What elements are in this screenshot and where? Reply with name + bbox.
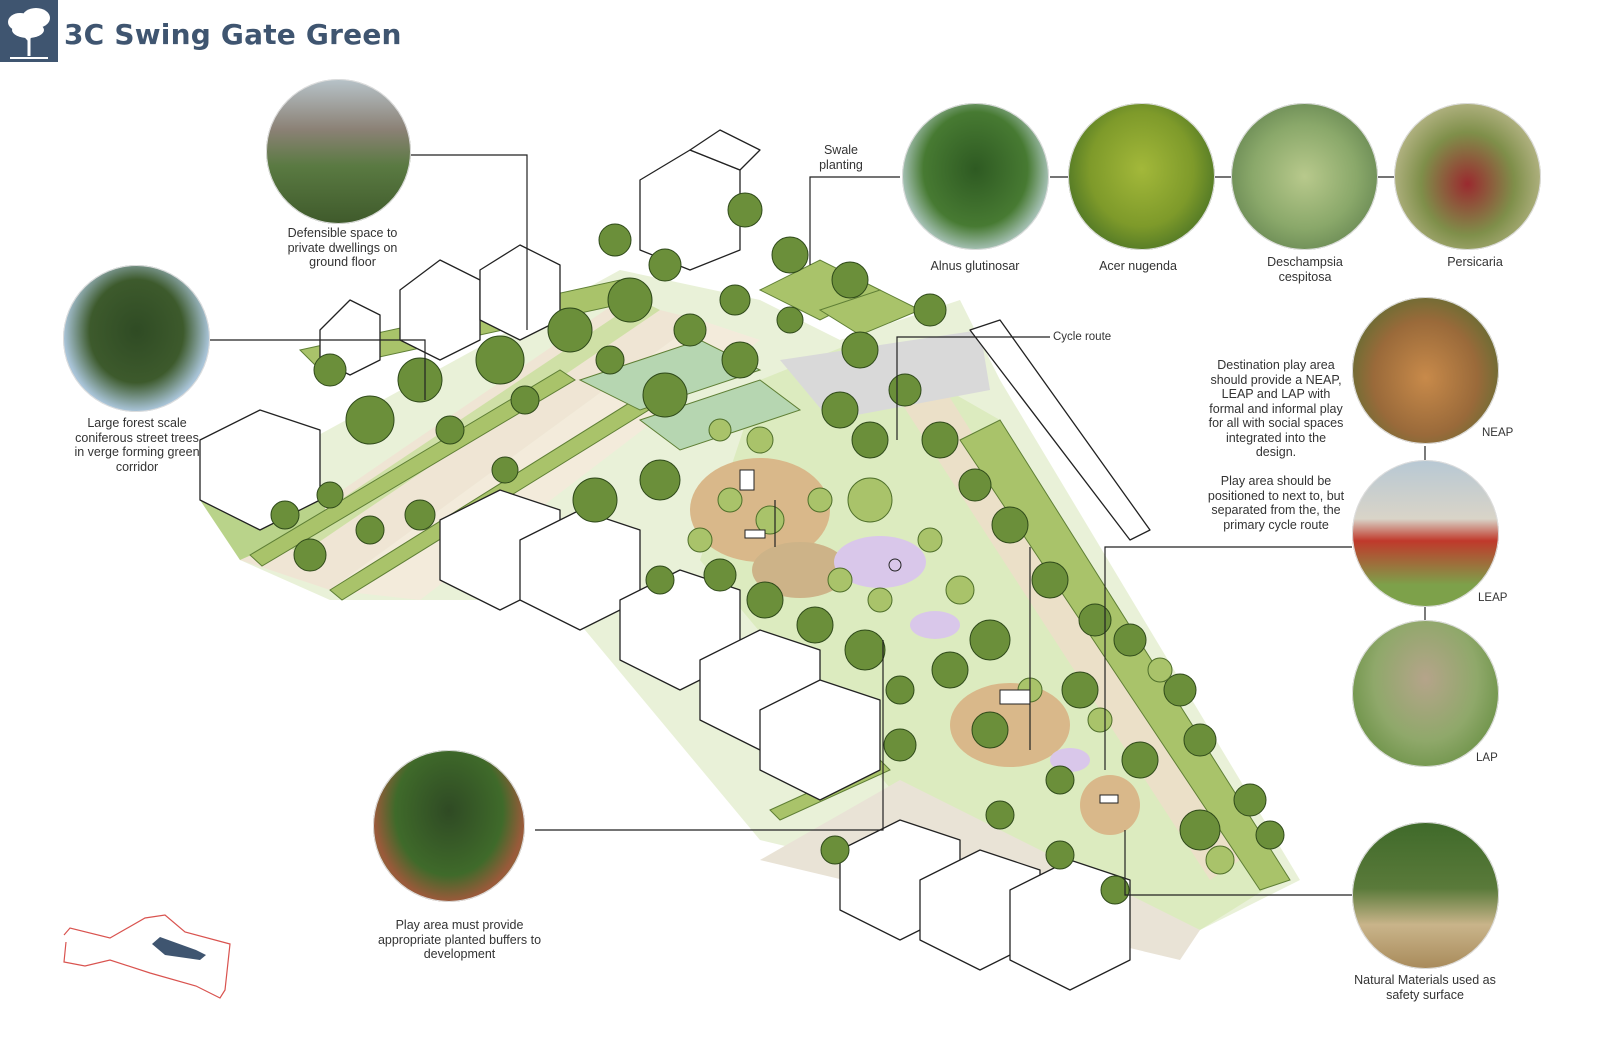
annotation-swale: Swale planting xyxy=(819,143,863,172)
photo-planted-buffer xyxy=(373,750,525,902)
trees xyxy=(270,192,1285,905)
play-label-leap: LEAP xyxy=(1478,592,1508,604)
annotation-forest-trees: Large forest scale coniferous street tre… xyxy=(74,416,200,474)
photo-persicaria xyxy=(1394,103,1541,250)
play-label-lap: LAP xyxy=(1476,752,1498,764)
photo-leap xyxy=(1352,460,1499,607)
annotation-destination-play: Destination play area should provide a N… xyxy=(1208,358,1344,459)
key-plan xyxy=(63,914,231,999)
tree-logo-icon xyxy=(0,0,58,62)
play-surface-purple xyxy=(834,536,926,588)
photo-acer xyxy=(1068,103,1215,250)
play-surfaces xyxy=(690,458,1140,835)
photo-neap xyxy=(1352,297,1499,444)
play-label-neap: NEAP xyxy=(1482,427,1514,439)
species-label-deschampsia: Deschampsia cespitosa xyxy=(1267,255,1343,284)
annotation-defensible-space: Defensible space to private dwellings on… xyxy=(287,226,398,269)
species-label-alnus: Alnus glutinosar xyxy=(930,259,1020,273)
species-label-acer: Acer nugenda xyxy=(1099,259,1177,273)
play-equipment xyxy=(739,469,1119,804)
annotation-play-buffers: Play area must provide appropriate plant… xyxy=(377,918,542,961)
annotation-cycle-route: Cycle route xyxy=(1053,331,1112,343)
page-title: 3C Swing Gate Green xyxy=(64,18,402,51)
species-label-persicaria: Persicaria xyxy=(1447,255,1503,269)
photo-lap xyxy=(1352,620,1499,767)
play-surface-lap xyxy=(1080,775,1140,835)
buildings xyxy=(199,129,1151,991)
leader-lines xyxy=(210,154,1426,896)
photo-swale-tree xyxy=(902,103,1049,250)
annotation-play-position: Play area should be positioned to next t… xyxy=(1207,474,1345,532)
photo-defensible-space xyxy=(266,79,411,224)
photo-grass xyxy=(1231,103,1378,250)
annotation-natural-materials: Natural Materials used as safety surface xyxy=(1354,973,1496,1002)
play-surface-leap xyxy=(950,683,1070,767)
photo-natural-materials xyxy=(1352,822,1499,969)
photo-cedar-tree xyxy=(63,265,210,412)
